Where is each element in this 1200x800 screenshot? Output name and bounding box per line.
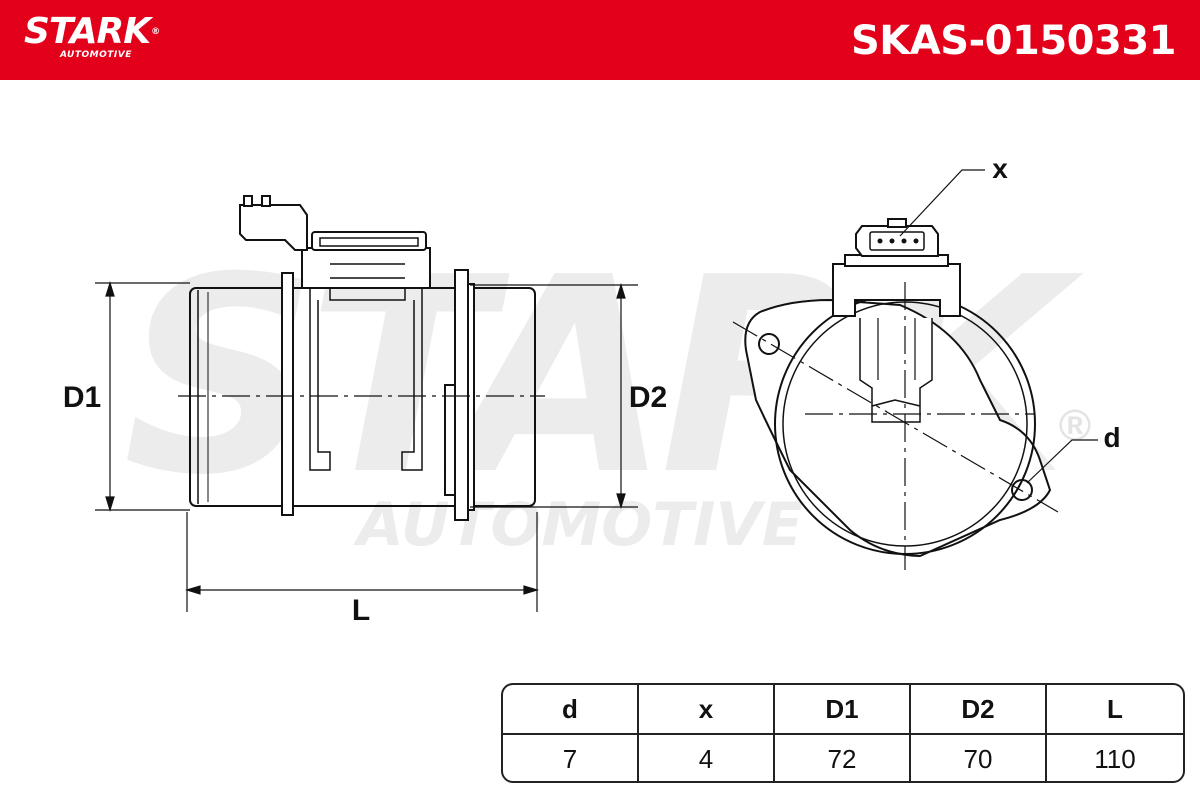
spec-header-d2: D2 <box>911 685 1047 735</box>
front-connector <box>855 225 939 257</box>
connector-pins <box>877 238 919 244</box>
spec-header-l: L <box>1047 685 1183 735</box>
sensor-front-view <box>744 218 1052 558</box>
spec-header-x: x <box>639 685 775 735</box>
header-bar: STARK® AUTOMOTIVE SKAS-0150331 <box>0 0 1200 80</box>
label-d2: D2 <box>629 381 667 414</box>
right-flange <box>454 269 469 521</box>
mounting-hole-left <box>758 333 780 355</box>
brand-registered-mark: ® <box>151 27 160 37</box>
spec-value-d: 7 <box>503 735 639 781</box>
spec-table: d x D1 D2 L 7 4 72 70 110 <box>501 683 1185 783</box>
dimension-d1 <box>95 280 190 513</box>
sensor-side-view <box>189 195 536 521</box>
brand-name: STARK <box>24 11 151 52</box>
spec-header-d: d <box>503 685 639 735</box>
technical-drawing: STARK AUTOMOTIVE ® D1 <box>63 153 1121 627</box>
front-center-lines <box>732 282 1059 570</box>
dimension-d2 <box>470 282 638 510</box>
side-connector <box>239 204 308 251</box>
label-d: d <box>1103 422 1120 453</box>
part-number: SKAS-0150331 <box>851 18 1177 64</box>
spec-value-x: 4 <box>639 735 775 781</box>
dimension-l <box>184 512 540 612</box>
watermark-registered-mark: ® <box>1059 401 1091 450</box>
mounting-hole-right <box>1011 479 1033 501</box>
mounting-flange <box>744 298 1052 558</box>
label-d1: D1 <box>63 381 101 414</box>
spec-header-d1: D1 <box>775 685 911 735</box>
spec-value-d1: 72 <box>775 735 911 781</box>
leader-d <box>1026 439 1098 484</box>
label-x: x <box>992 153 1008 184</box>
top-housing <box>832 263 961 317</box>
spec-value-d2: 70 <box>911 735 1047 781</box>
left-flange <box>281 272 294 516</box>
spec-value-l: 110 <box>1094 743 1136 774</box>
label-l: L <box>352 594 370 627</box>
watermark-automotive: AUTOMOTIVE <box>353 490 803 560</box>
leader-x <box>899 169 985 237</box>
brand-subtitle: AUTOMOTIVE <box>60 50 132 60</box>
sensor-housing <box>301 247 431 289</box>
stark-logo: STARK® AUTOMOTIVE <box>24 11 160 61</box>
